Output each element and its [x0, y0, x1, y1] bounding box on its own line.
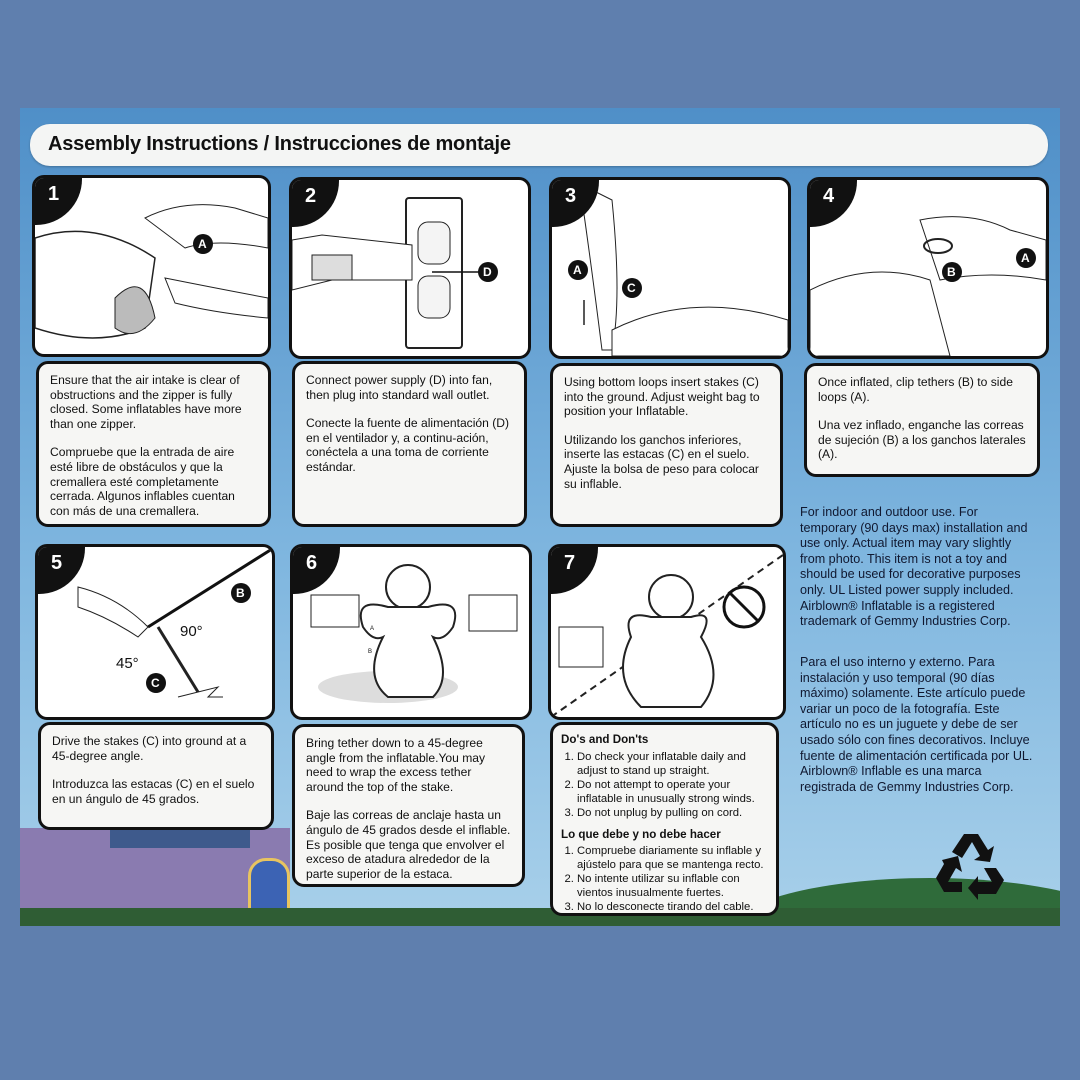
label-a: A [370, 626, 374, 632]
notice-english: For indoor and outdoor use. For temporar… [800, 505, 1036, 630]
step-4-illustration: B A 4 [807, 177, 1049, 359]
dos-list-english: Do check your inflatable daily and adjus… [561, 750, 768, 820]
step-4-spanish: Una vez inflado, enganche las correas de… [818, 418, 1026, 462]
scenery-ground [20, 908, 1060, 926]
dos-list-spanish: Compruebe diariamente su inflable y ajús… [561, 844, 768, 914]
step-2-spanish: Conecte la fuente de alimentación (D) en… [306, 416, 513, 474]
step-7-illustration: 7 [548, 544, 786, 720]
step-1-english: Ensure that the air intake is clear of o… [50, 373, 257, 431]
list-item: Compruebe diariamente su inflable y ajús… [577, 844, 768, 872]
label-c: C [151, 676, 160, 690]
dos-title-english: Do's and Don'ts [561, 733, 768, 748]
step-4-text: Once inflated, clip tethers (B) to side … [804, 363, 1040, 477]
step-2-text: Connect power supply (D) into fan, then … [292, 361, 527, 527]
step-6-spanish: Baje las correas de anclaje hasta un áng… [306, 808, 511, 881]
step-1-spanish: Compruebe que la entrada de aire esté li… [50, 445, 257, 518]
step-5-spanish: Introduzca las estacas (C) en el suelo e… [52, 777, 260, 806]
step-3-text: Using bottom loops insert stakes (C) int… [550, 363, 783, 527]
step-5-illustration: B C 90° 45° 5 [35, 544, 275, 720]
label-b: B [947, 265, 956, 279]
step-6-text: Bring tether down to a 45-degree angle f… [292, 724, 525, 887]
recycle-icon [934, 830, 1008, 900]
page-title: Assembly Instructions / Instrucciones de… [48, 133, 511, 156]
step-6-english: Bring tether down to a 45-degree angle f… [306, 736, 511, 794]
step-5-text: Drive the stakes (C) into ground at a 45… [38, 722, 274, 830]
step-1-illustration: A 1 [32, 175, 271, 357]
step-4-english: Once inflated, clip tethers (B) to side … [818, 375, 1026, 404]
label-a: A [1021, 251, 1030, 265]
step-2-english: Connect power supply (D) into fan, then … [306, 373, 513, 402]
label-a: A [198, 237, 207, 251]
title-bar: Assembly Instructions / Instrucciones de… [30, 124, 1048, 166]
dos-and-donts-box: Do's and Don'ts Do check your inflatable… [550, 722, 779, 916]
step-5-english: Drive the stakes (C) into ground at a 45… [52, 734, 260, 763]
list-item: Do not unplug by pulling on cord. [577, 806, 768, 820]
step-3-english: Using bottom loops insert stakes (C) int… [564, 375, 769, 419]
angle-90: 90° [180, 623, 203, 640]
list-item: Do check your inflatable daily and adjus… [577, 750, 768, 778]
step-2-illustration: D 2 [289, 177, 531, 359]
notice-spanish: Para el uso interno y externo. Para inst… [800, 655, 1036, 795]
step-6-illustration: A B 6 [290, 544, 532, 720]
list-item: No intente utilizar su inflable con vien… [577, 872, 768, 900]
label-d: D [483, 265, 492, 279]
dos-title-spanish: Lo que debe y no debe hacer [561, 828, 768, 843]
label-b: B [368, 649, 372, 655]
label-a: A [573, 263, 582, 277]
angle-45: 45° [116, 655, 139, 672]
label-c: C [627, 281, 636, 295]
step-3-illustration: A C 3 [549, 177, 791, 359]
step-1-text: Ensure that the air intake is clear of o… [36, 361, 271, 527]
list-item: No lo desconecte tirando del cable. [577, 900, 768, 914]
label-b: B [236, 586, 245, 600]
step-3-spanish: Utilizando los ganchos inferiores, inser… [564, 433, 769, 491]
list-item: Do not attempt to operate your inflatabl… [577, 778, 768, 806]
